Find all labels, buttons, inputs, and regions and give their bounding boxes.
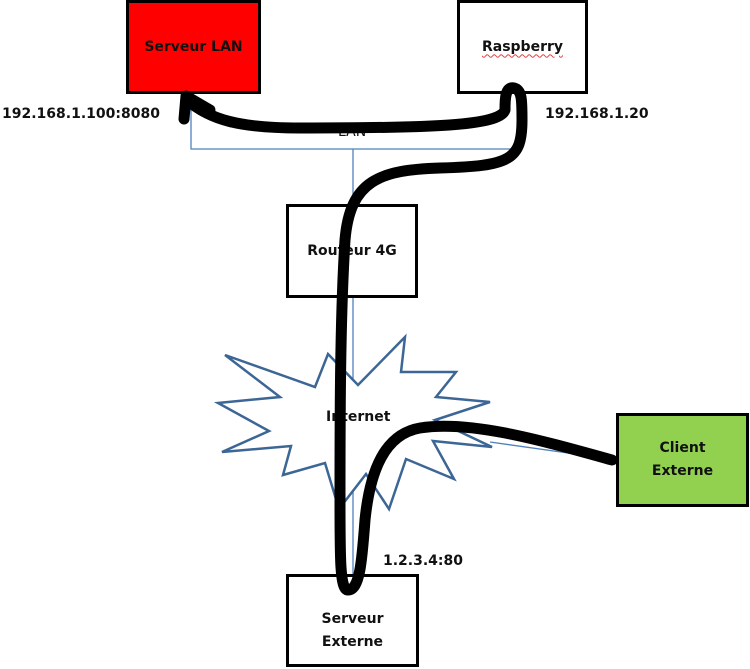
routeur-4g-node[interactable]: Routeur 4G (286, 204, 418, 298)
serveur-lan-node[interactable]: Serveur LAN (126, 0, 261, 94)
routeur-label: Routeur 4G (307, 242, 397, 259)
raspberry-label: Raspberry (481, 38, 564, 55)
lan-label: LAN (338, 124, 367, 140)
internet-to-client-link (489, 441, 619, 461)
serveur-lan-address: 192.168.1.100:8080 (2, 106, 160, 122)
raspberry-node[interactable]: Raspberry (457, 0, 588, 94)
serveur-externe-address: 1.2.3.4:80 (383, 553, 464, 569)
client-label-line2: Externe (651, 463, 714, 479)
internet-label: Internet (326, 409, 391, 425)
serveur-externe-label-line2: Externe (321, 633, 384, 650)
serveur-externe-label-line1: Serveur (321, 610, 384, 627)
serveur-lan-label: Serveur LAN (144, 38, 243, 55)
lan-bus-link (190, 93, 521, 150)
client-label-line1: Client (659, 440, 706, 456)
raspberry-address: 192.168.1.20 (545, 106, 649, 122)
